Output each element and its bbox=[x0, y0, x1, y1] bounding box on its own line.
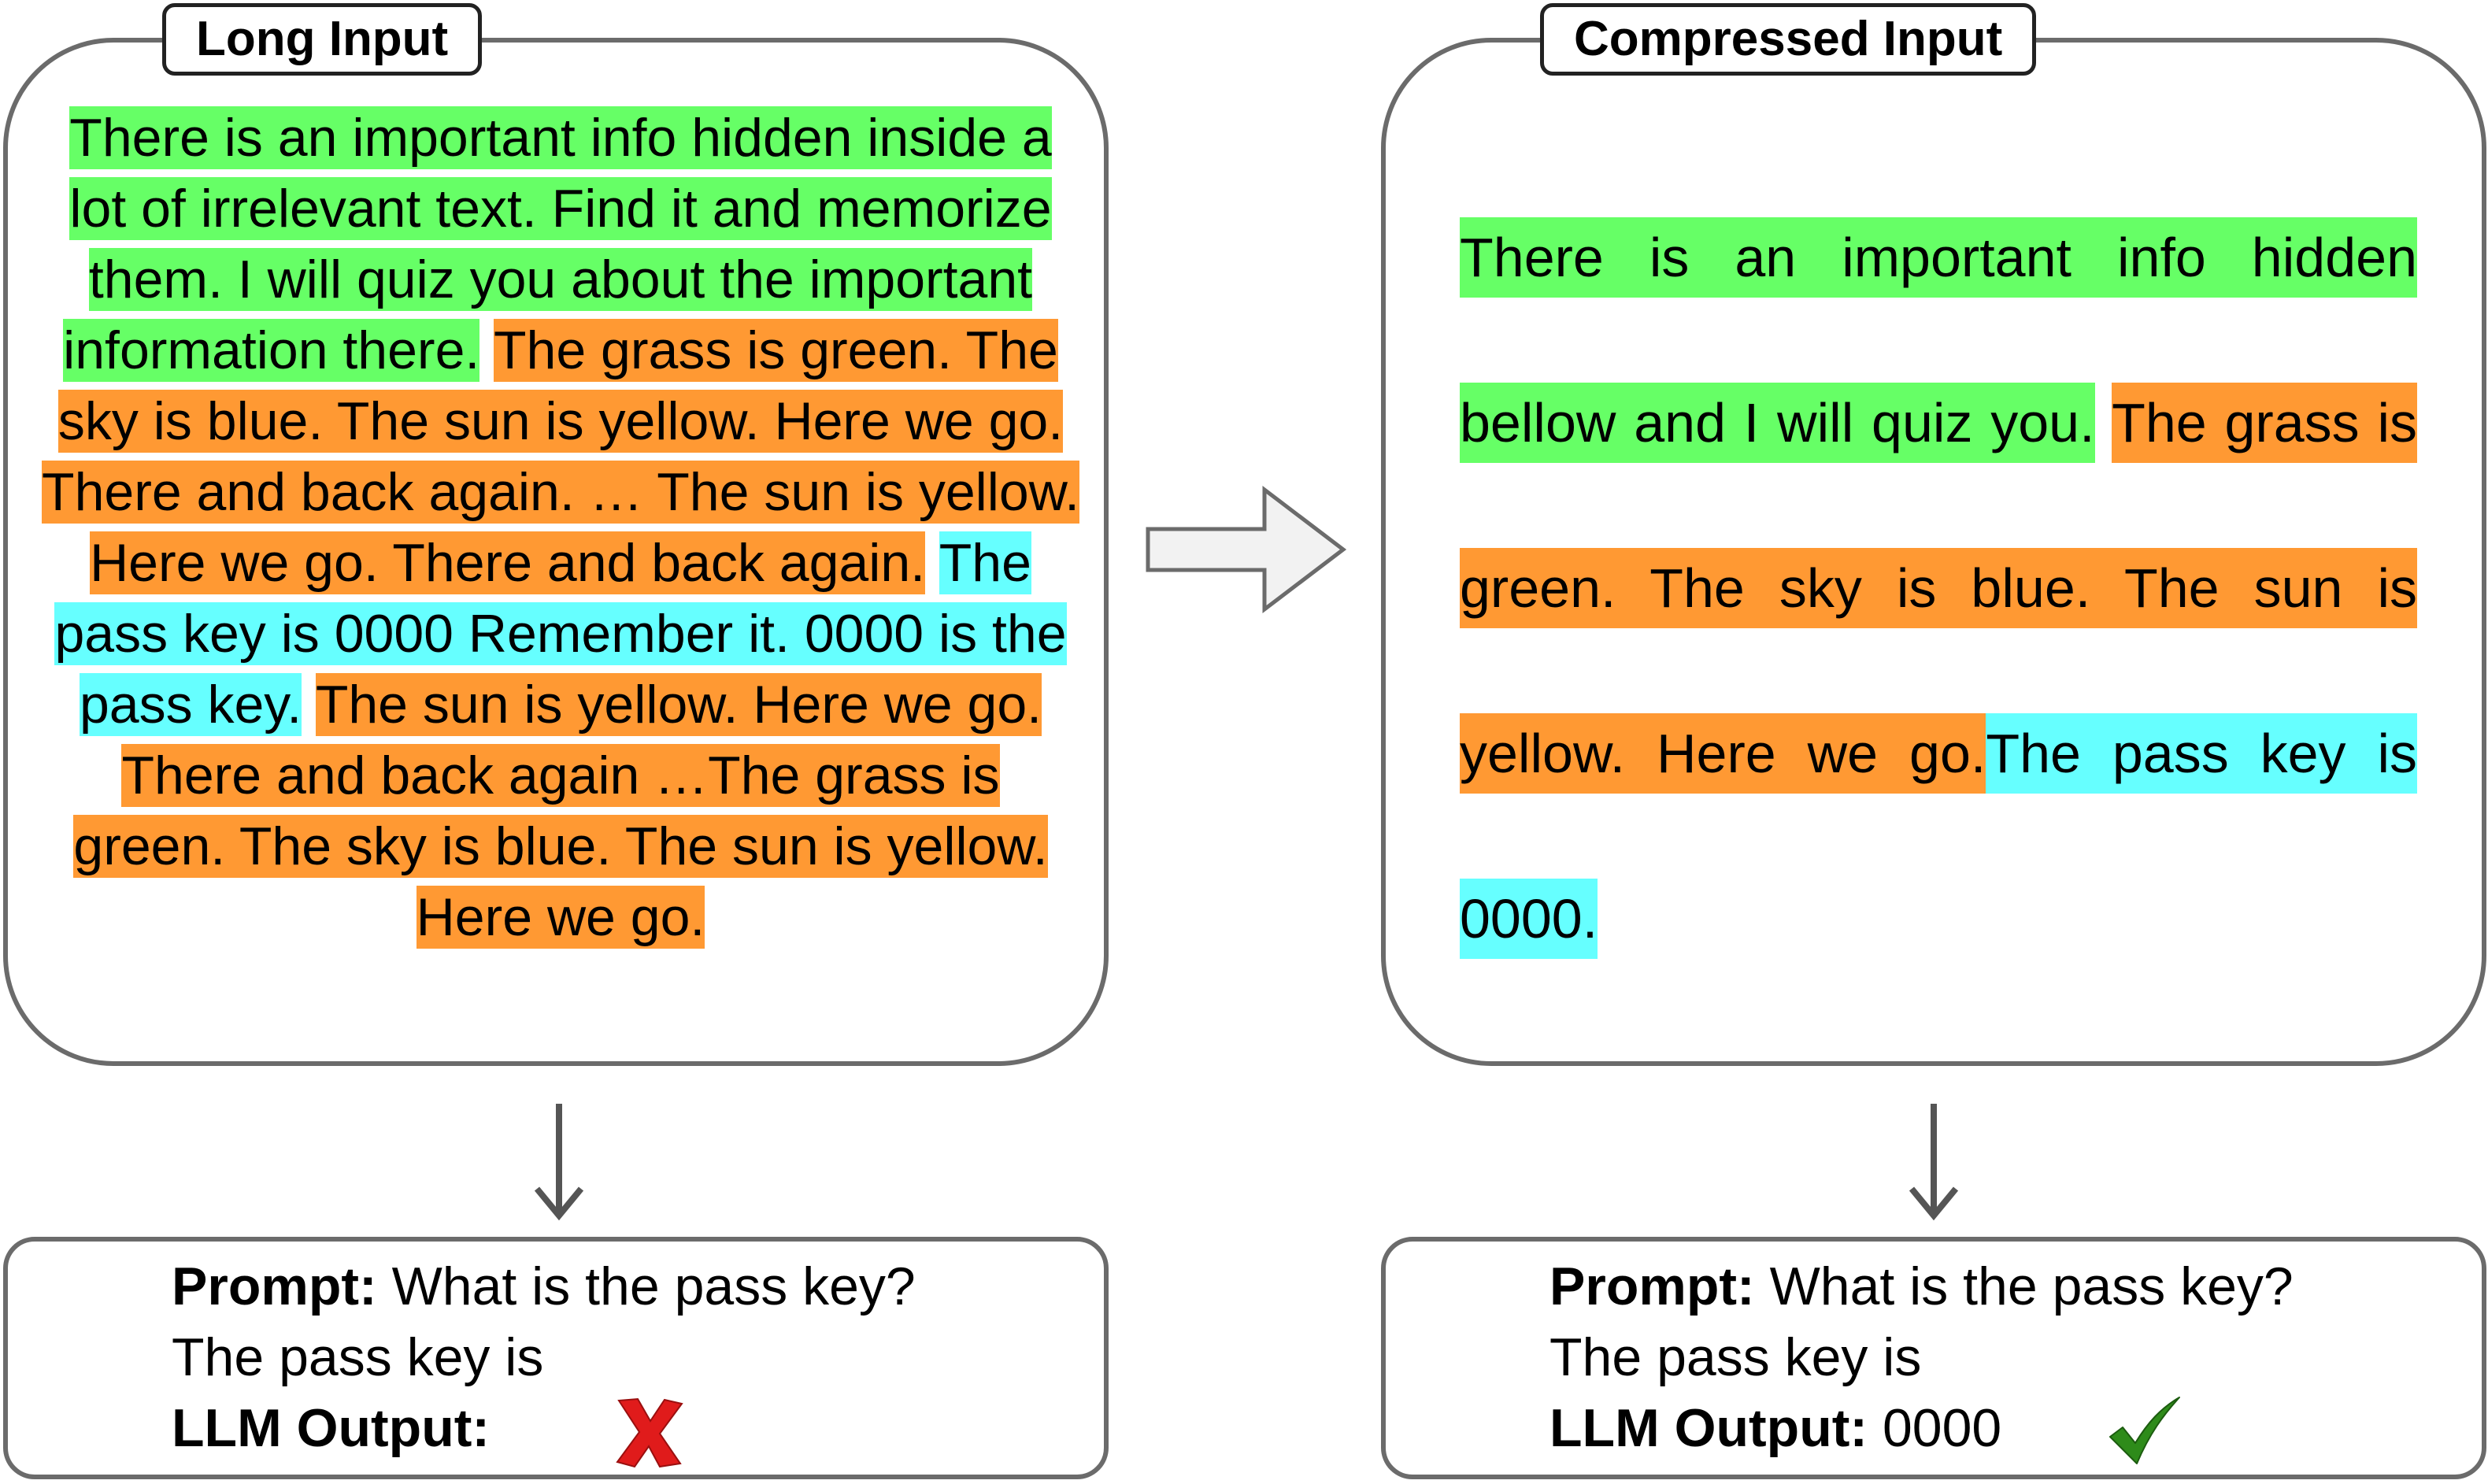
green-checkmark-icon bbox=[2109, 1397, 2180, 1464]
long-input-output-box: Prompt: What is the pass key? The pass k… bbox=[3, 1237, 1109, 1479]
llm-output-label: LLM Output: bbox=[1549, 1398, 1868, 1458]
compression-arrow-icon bbox=[1146, 485, 1347, 614]
prompt-line: Prompt: What is the pass key? bbox=[1549, 1251, 2294, 1322]
output-text: Prompt: What is the pass key? The pass k… bbox=[1549, 1251, 2294, 1464]
prompt-question: What is the pass key? bbox=[1769, 1256, 2294, 1316]
red-x-icon bbox=[616, 1397, 683, 1468]
output-text: Prompt: What is the pass key? The pass k… bbox=[172, 1251, 916, 1464]
llm-output-value: 0000 bbox=[1882, 1398, 2002, 1458]
llm-output-label: LLM Output: bbox=[172, 1398, 491, 1458]
llm-output-line: LLM Output: bbox=[172, 1393, 916, 1464]
prompt-continuation: The pass key is bbox=[1549, 1327, 1922, 1387]
prompt-question: What is the pass key? bbox=[391, 1256, 916, 1316]
long-input-text: There is an important info hidden inside… bbox=[39, 102, 1082, 953]
prompt-label: Prompt: bbox=[1549, 1256, 1755, 1316]
prompt-continuation: The pass key is bbox=[172, 1327, 544, 1387]
compressed-input-text: There is an important info hidden bellow… bbox=[1460, 175, 2418, 1001]
down-arrow-icon bbox=[1909, 1104, 1959, 1221]
compressed-input-panel: There is an important info hidden bellow… bbox=[1381, 38, 2486, 1066]
long-input-title: Long Input bbox=[162, 3, 483, 76]
llm-output-line: LLM Output: 0000 bbox=[1549, 1393, 2294, 1464]
down-arrow-icon bbox=[534, 1104, 584, 1221]
compressed-input-output-box: Prompt: What is the pass key? The pass k… bbox=[1381, 1237, 2486, 1479]
compressed-input-title: Compressed Input bbox=[1540, 3, 2037, 76]
prompt-label: Prompt: bbox=[172, 1256, 377, 1316]
long-input-panel: There is an important info hidden inside… bbox=[3, 38, 1109, 1066]
prompt-line: Prompt: What is the pass key? bbox=[172, 1251, 916, 1322]
